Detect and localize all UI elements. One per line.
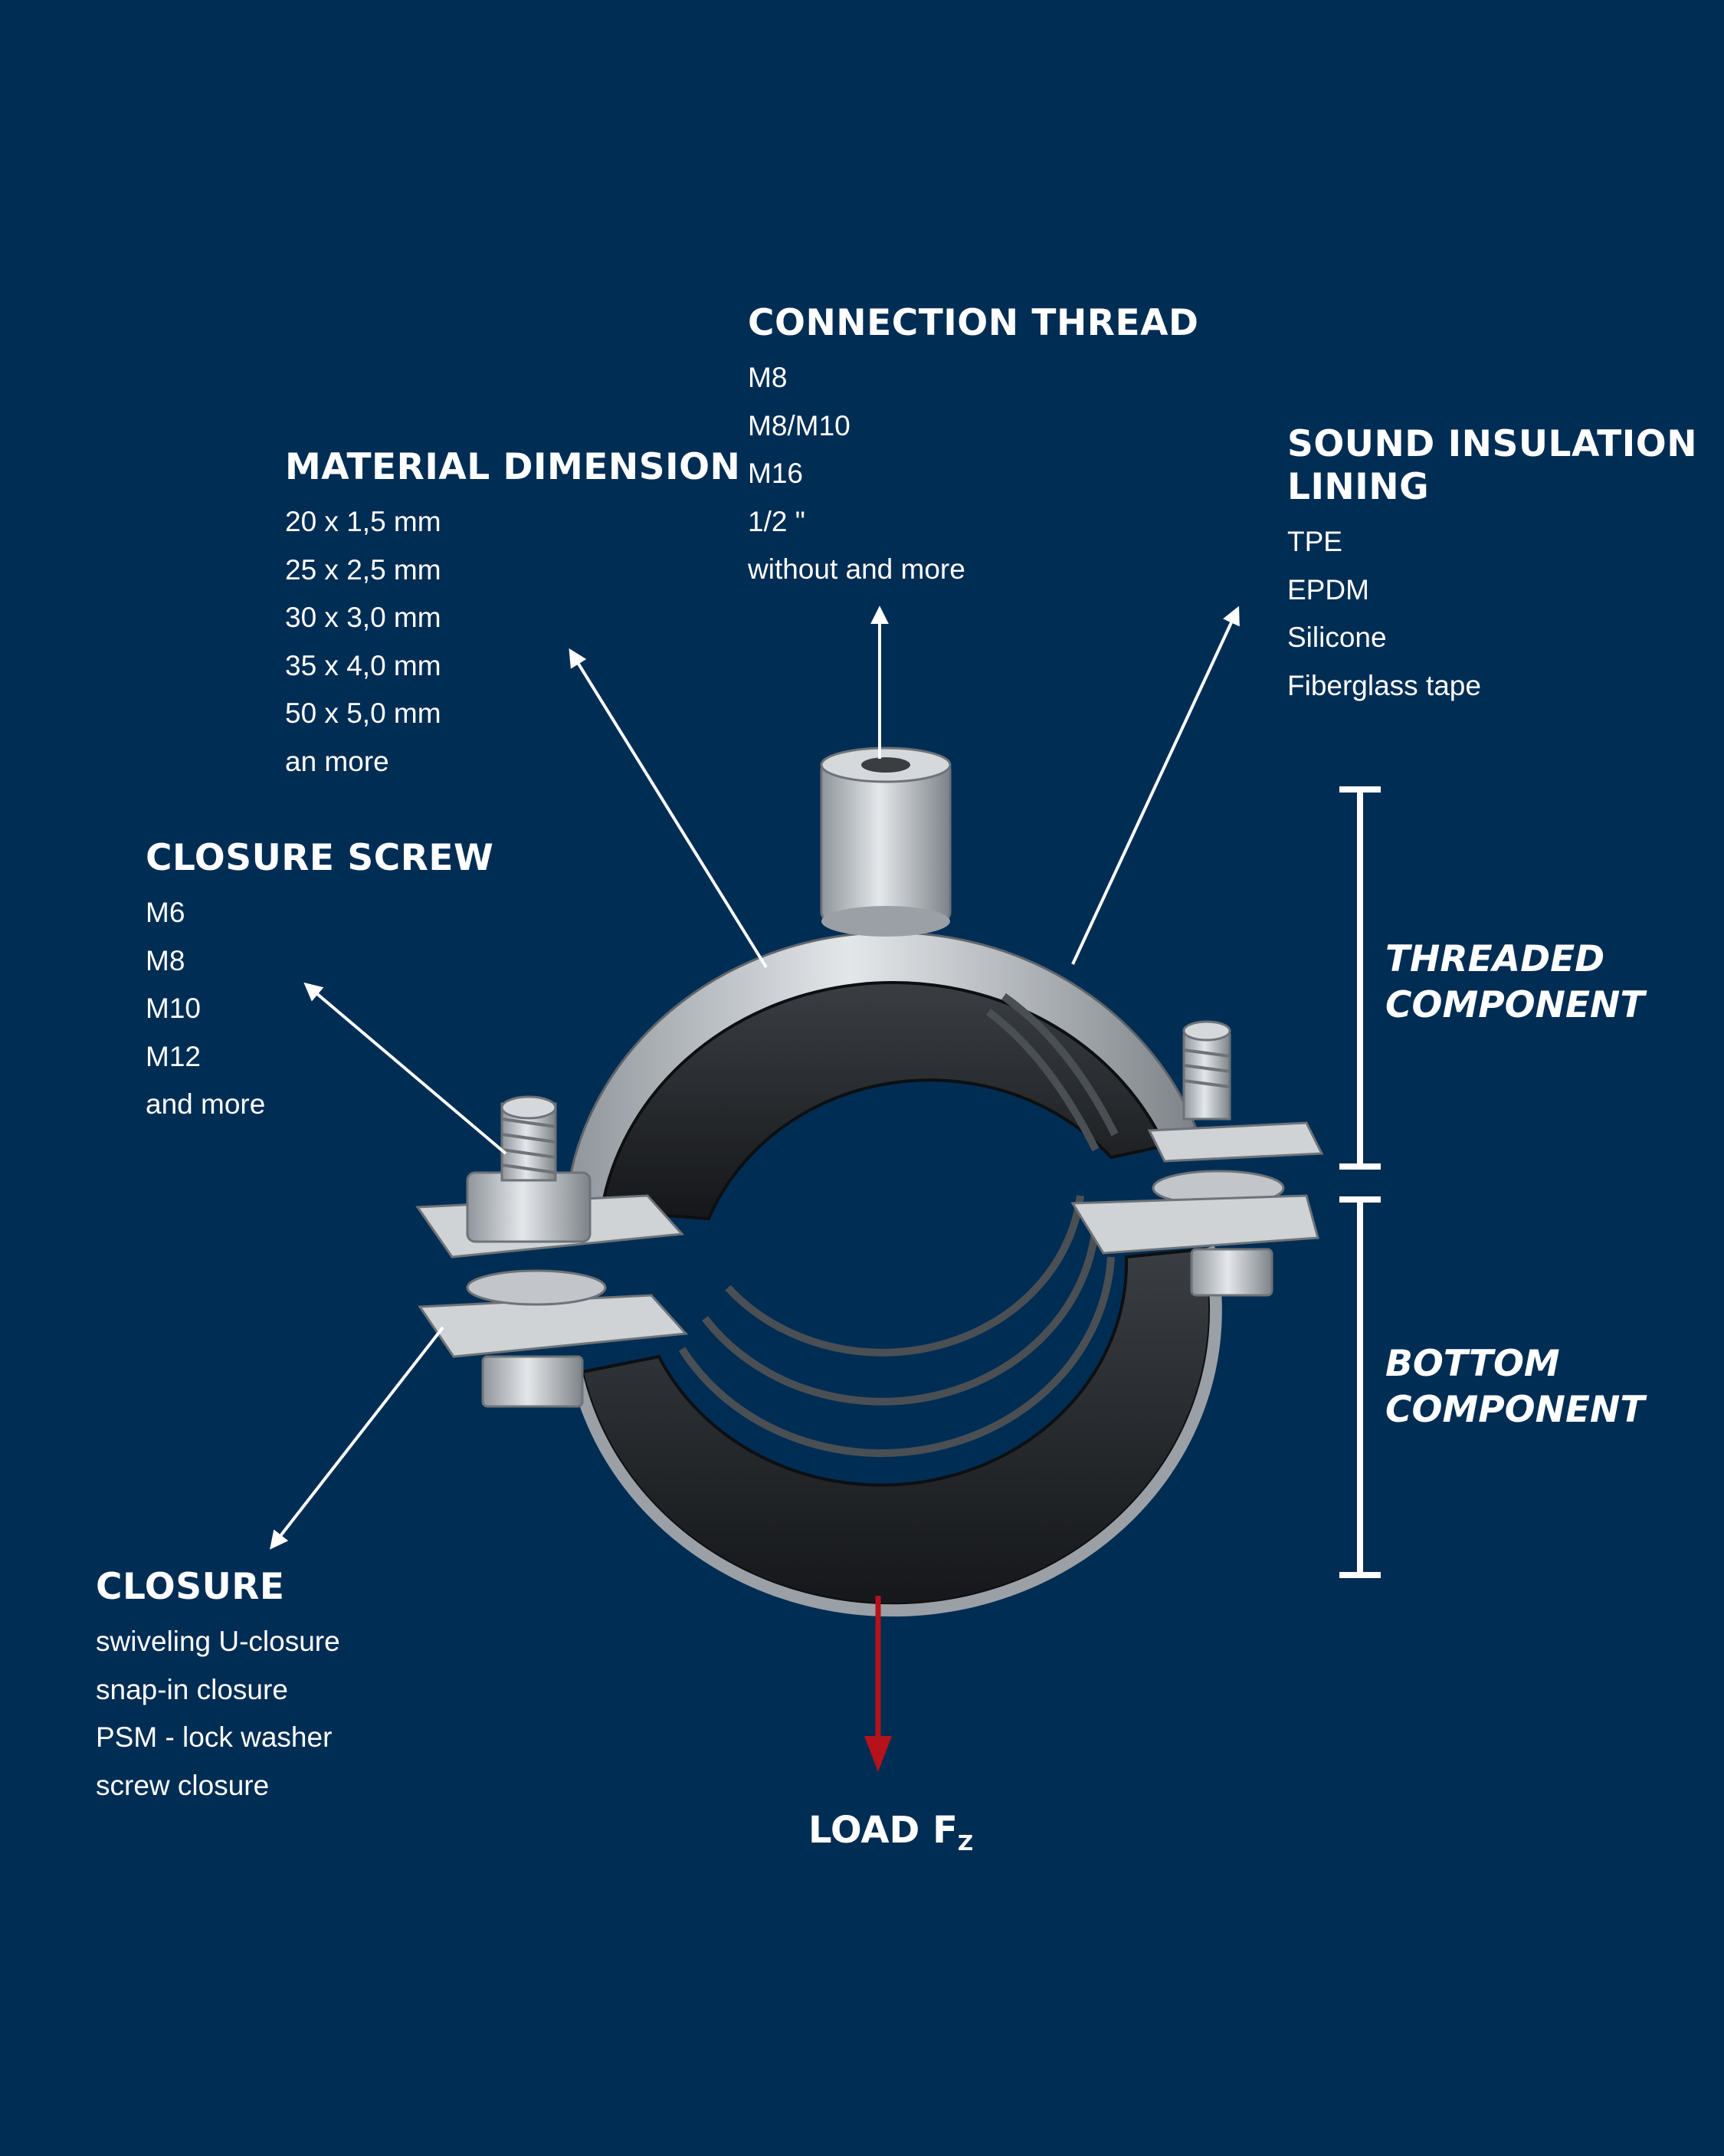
list-item: M8	[748, 362, 788, 393]
closure-screw-list: M6 M8 M10 M12 and more	[146, 889, 493, 1129]
list-item: screw closure	[96, 1769, 270, 1801]
threaded-component-ring	[565, 931, 1197, 1221]
list-item: 35 x 4,0 mm	[285, 649, 441, 681]
connection-thread-label: CONNECTION THREAD M8 M8/M10 M16 1/2 " wi…	[748, 302, 1199, 594]
bottom-component-label: BOTTOM COMPONENT	[1385, 1343, 1645, 1431]
list-item: Fiberglass tape	[1287, 669, 1481, 701]
arrow-closure	[270, 1326, 444, 1550]
list-item: swiveling U-closure	[96, 1626, 340, 1657]
list-item: EPDM	[1287, 573, 1369, 605]
list-item: and more	[146, 1088, 266, 1120]
material-dimension-label: MATERIAL DIMENSION 20 x 1,5 mm 25 x 2,5 …	[285, 446, 740, 786]
sound-insulation-label: SOUND INSULATION LINING TPE EPDM Silicon…	[1287, 423, 1697, 710]
material-dimension-list: 20 x 1,5 mm 25 x 2,5 mm 30 x 3,0 mm 35 x…	[285, 498, 740, 786]
arrow-sound-insulation	[1071, 605, 1240, 965]
arrow-closure-screw	[303, 982, 507, 1155]
list-item: M16	[748, 458, 803, 489]
list-item: PSM - lock washer	[96, 1721, 333, 1753]
bottom-component-ring	[571, 1195, 1222, 1617]
list-item: 25 x 2,5 mm	[285, 553, 441, 586]
arrow-material-dimension	[569, 648, 768, 969]
list-item: snap-in closure	[96, 1673, 288, 1705]
connection-thread-nut	[820, 747, 952, 937]
list-item: 30 x 3,0 mm	[285, 602, 441, 633]
list-item: M8/M10	[748, 409, 851, 441]
closure-label: CLOSURE swiveling U-closure snap-in clos…	[96, 1566, 340, 1810]
list-item: M6	[146, 897, 185, 928]
load-label-subscript: Z	[957, 1830, 974, 1856]
list-item: M12	[146, 1040, 201, 1072]
closure-title: CLOSURE	[96, 1566, 285, 1608]
list-item: M8	[146, 944, 185, 976]
left-closure-assembly	[415, 1095, 689, 1408]
connection-thread-list: M8 M8/M10 M16 1/2 " without and more	[748, 354, 1199, 594]
closure-list: swiveling U-closure snap-in closure PSM …	[96, 1618, 340, 1810]
closure-screw-label: CLOSURE SCREW M6 M8 M10 M12 and more	[146, 837, 493, 1129]
list-item: without and more	[748, 553, 965, 585]
connection-thread-title: CONNECTION THREAD	[748, 302, 1199, 344]
load-arrow	[864, 1596, 892, 1772]
list-item: 50 x 5,0 mm	[285, 697, 441, 729]
sound-insulation-list: TPE EPDM Silicone Fiberglass tape	[1287, 518, 1697, 710]
threaded-component-label: THREADED COMPONENT	[1385, 938, 1645, 1026]
list-item: 1/2 "	[748, 505, 805, 537]
load-label: LOAD FZ	[808, 1809, 973, 1856]
bottom-component-bracket	[1339, 1196, 1381, 1578]
sound-insulation-title: SOUND INSULATION LINING	[1287, 423, 1698, 508]
right-closure-assembly	[1070, 1020, 1324, 1297]
load-label-text: LOAD F	[808, 1809, 958, 1852]
threaded-component-bracket	[1339, 786, 1381, 1170]
list-item: Silicone	[1287, 622, 1387, 653]
list-item: 20 x 1,5 mm	[285, 506, 441, 537]
list-item: M10	[146, 993, 201, 1024]
list-item: TPE	[1287, 526, 1342, 557]
closure-screw-title: CLOSURE SCREW	[146, 837, 494, 879]
material-dimension-title: MATERIAL DIMENSION	[285, 446, 741, 488]
list-item: an more	[285, 745, 389, 777]
